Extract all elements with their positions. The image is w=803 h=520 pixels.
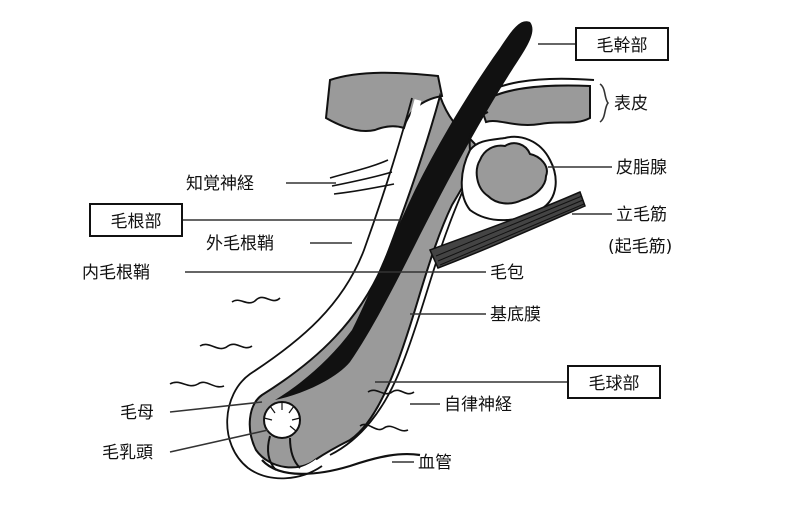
label-hair-shaft: 毛幹部 (597, 35, 648, 56)
basement-membrane-band (232, 99, 422, 477)
basement-membrane-line (226, 97, 413, 480)
arrector-pili-fibers (435, 195, 585, 266)
hair-shaft-label-box (575, 27, 669, 61)
sebaceous-gland (475, 142, 548, 205)
label-hair-bulb: 毛球部 (589, 374, 640, 394)
label-hair-follicle: 毛包 (490, 263, 524, 283)
label-sensory-nerve: 知覚神経 (186, 174, 254, 194)
label-sebaceous-gland: 皮脂腺 (616, 158, 667, 178)
epidermis-left (324, 71, 444, 132)
label-hair-matrix: 毛母 (120, 403, 154, 423)
hair-shaft (275, 21, 533, 401)
label-dermal-papilla: 毛乳頭 (102, 443, 153, 463)
label-blood-vessel: 血管 (418, 453, 452, 473)
dermal-papilla-segments (263, 402, 301, 432)
label-epidermis: 表皮 (614, 94, 648, 114)
hair-root-label-box (89, 203, 183, 237)
label-arrector-pili-alt: (起毛筋) (608, 237, 672, 257)
epidermis-right (478, 84, 591, 126)
label-basement-membrane: 基底膜 (490, 305, 541, 325)
hair-bulb-label-box (567, 365, 661, 399)
sensory-nerve-lines (329, 159, 395, 195)
blood-vessel (261, 452, 421, 475)
label-autonomic-nerve: 自律神経 (444, 395, 512, 415)
label-inner-root-sheath: 内毛根鞘 (82, 263, 150, 283)
leader-lines (169, 43, 612, 463)
gland-duct (468, 111, 489, 151)
autonomic-nerve-lines (169, 296, 415, 432)
label-outer-root-sheath: 外毛根鞘 (206, 234, 274, 254)
label-arrector-pili: 立毛筋 (616, 205, 667, 225)
label-hair-root: 毛根部 (111, 212, 162, 232)
